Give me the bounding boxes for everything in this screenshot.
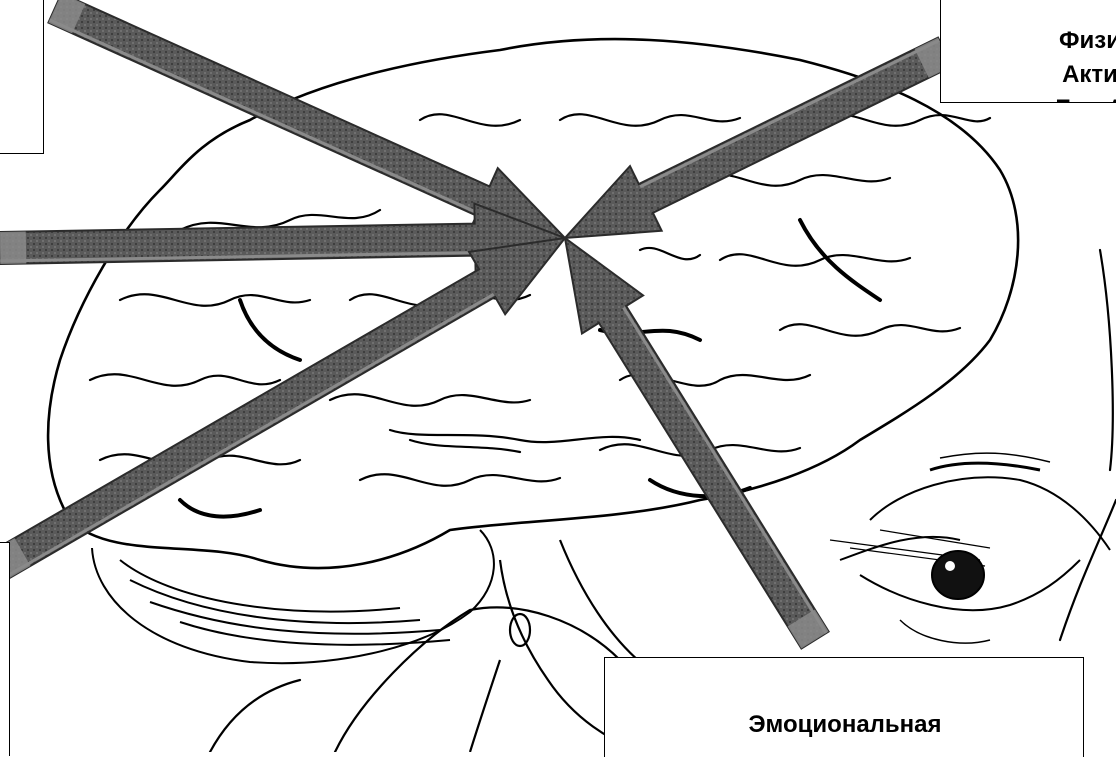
- arrow-lower-left: [0, 238, 565, 579]
- arrow-top-right-highlight: [640, 40, 939, 186]
- label-box-bottom-left: [0, 542, 10, 756]
- arrow-top-right-shape: [565, 38, 952, 238]
- label-box-emotional: Эмоциональная: [604, 657, 1084, 757]
- label-box-physical-activity: Физи Акти Бег, А: [940, 0, 1116, 103]
- arrow-left-tail: [0, 232, 26, 264]
- arrow-top-left-shape: [48, 0, 565, 238]
- arrow-lower-left-shape: [0, 238, 565, 579]
- arrow-lower-left-highlight: [7, 294, 494, 576]
- emotional-label: Эмоциональная: [605, 708, 1084, 742]
- arrow-top-left-highlight: [50, 20, 478, 213]
- arrow-bottom-highlight: [624, 308, 826, 634]
- arrow-top-right: [565, 38, 952, 238]
- arrow-bottom: [565, 238, 829, 648]
- physical-activity-label: Физи Акти Бег, А: [975, 24, 1116, 103]
- arrow-bottom-shape: [565, 238, 829, 648]
- arrow-top-left: [48, 0, 565, 238]
- label-line: Бег, А: [975, 92, 1116, 103]
- label-line: Физи: [975, 24, 1116, 58]
- label-line: Эмоциональная: [605, 708, 1084, 742]
- label-line: Акти: [975, 58, 1116, 92]
- label-box-top-left: [0, 0, 44, 154]
